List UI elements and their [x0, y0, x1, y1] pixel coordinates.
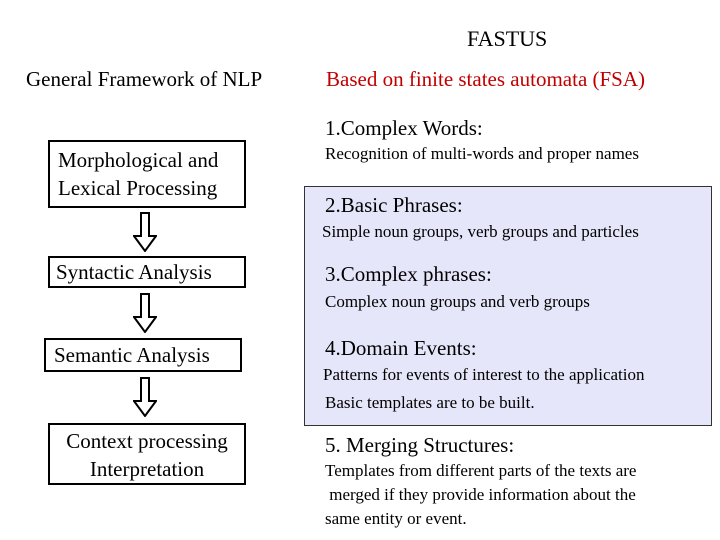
step-1-description: Recognition of multi-words and proper na… [325, 144, 639, 163]
right-subtitle: Based on finite states automata (FSA) [326, 67, 646, 91]
box-morphological: Morphological and Lexical Processing [48, 140, 246, 208]
step-4-description-line2: Basic templates are to be built. [325, 393, 535, 412]
step-5-description-line1: Templates from different parts of the te… [325, 461, 637, 480]
box-context-line1: Context processing [66, 429, 228, 453]
step-2-heading: 2.Basic Phrases: [325, 193, 463, 217]
step-1-heading: 1.Complex Words: [325, 116, 483, 140]
box-semantic: Semantic Analysis [44, 338, 242, 372]
step-5-description-line2: merged if they provide information about… [325, 485, 636, 504]
page-title: FASTUS [467, 26, 548, 51]
step-2-description: Simple noun groups, verb groups and part… [322, 222, 639, 241]
box-semantic-label: Semantic Analysis [54, 343, 210, 367]
step-3-heading: 3.Complex phrases: [325, 262, 492, 286]
step-5-heading: 5. Merging Structures: [325, 433, 515, 457]
down-arrow-icon [133, 212, 157, 252]
box-context: Context processing Interpretation [48, 423, 246, 485]
down-arrow-icon [133, 377, 157, 417]
step-4-description-line1: Patterns for events of interest to the a… [323, 365, 645, 384]
box-syntactic: Syntactic Analysis [48, 256, 246, 288]
step-5-description-line3: same entity or event. [325, 509, 467, 528]
box-morphological-line1: Morphological and [58, 148, 219, 172]
box-morphological-line2: Lexical Processing [58, 176, 218, 201]
step-3-description: Complex noun groups and verb groups [325, 292, 590, 311]
box-syntactic-label: Syntactic Analysis [56, 260, 212, 284]
down-arrow-icon [133, 293, 157, 333]
left-subtitle: General Framework of NLP [26, 67, 263, 91]
box-context-line2: Interpretation [89, 457, 205, 482]
step-4-heading: 4.Domain Events: [325, 336, 477, 360]
shaded-region [304, 186, 712, 426]
